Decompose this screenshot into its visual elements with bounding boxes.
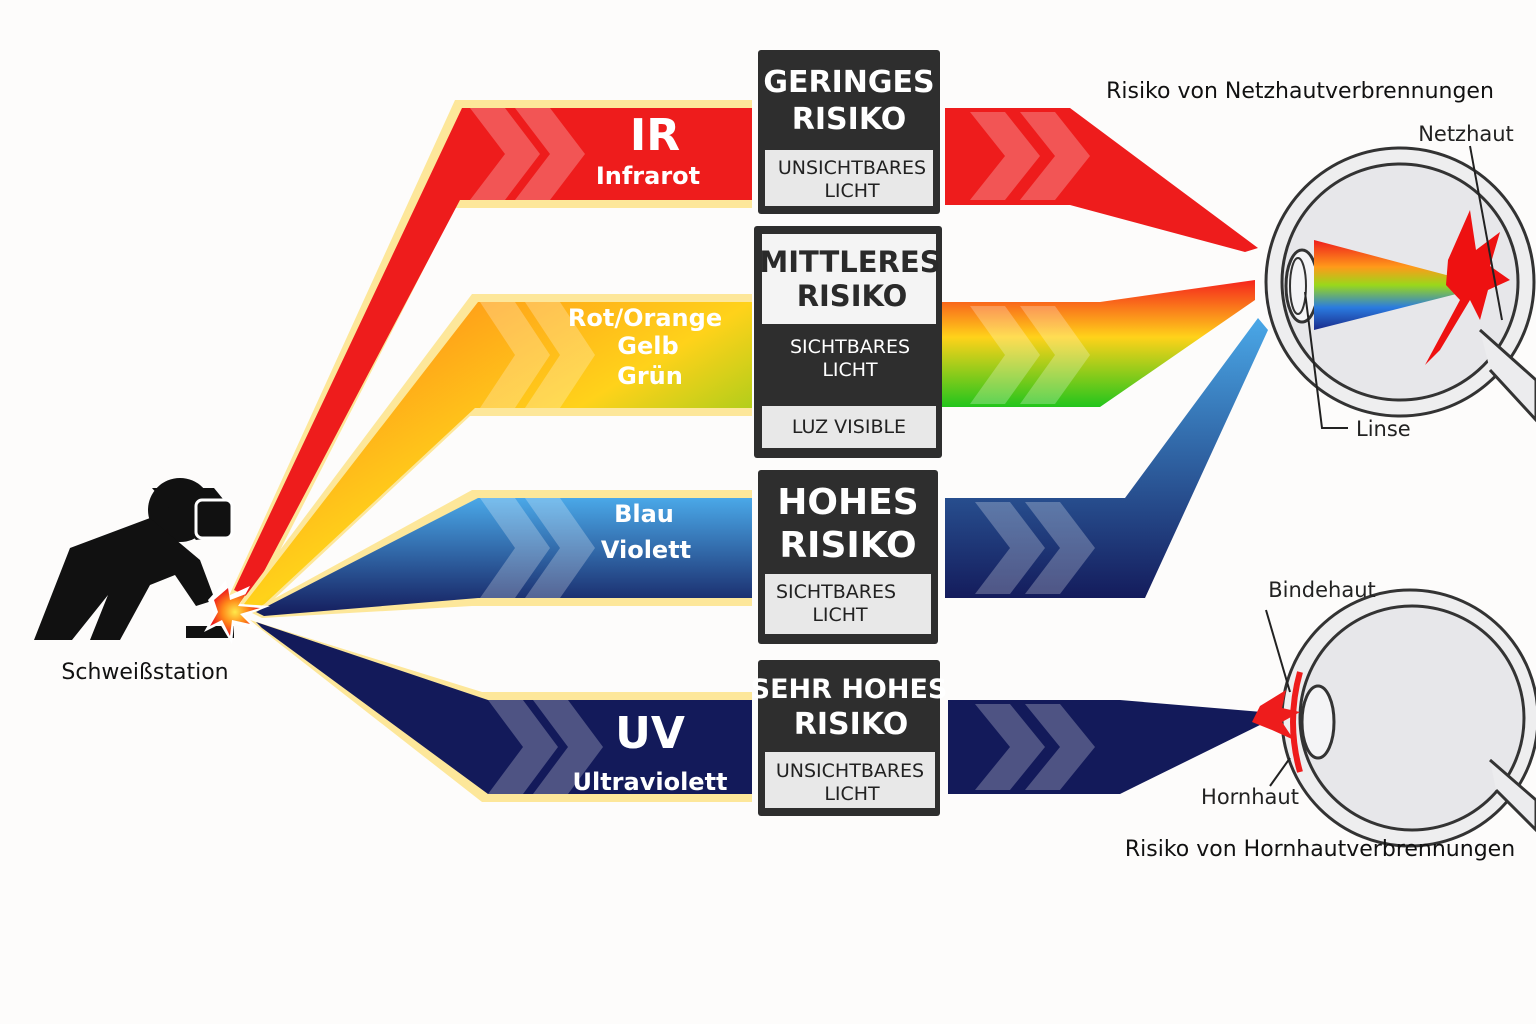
fan-uv: [250, 620, 752, 802]
risk-uv-line2: RISIKO: [794, 707, 908, 742]
visible-extra-label: LUZ VISIBLE: [792, 416, 906, 438]
fan-blue: [250, 490, 752, 618]
chevrons-right: [970, 112, 1095, 790]
risk-blue-line2: RISIKO: [779, 525, 916, 566]
welder-icon: [34, 478, 234, 640]
eye-top-leaders: [1304, 145, 1503, 429]
risk-uv-line1: SEHR HOHES: [751, 674, 948, 705]
risk-ir-line2: RISIKO: [792, 102, 906, 137]
risk-visible-line1: MITTLERES: [759, 245, 940, 279]
eye-bottom-label-cornea: Hornhaut: [1201, 785, 1299, 809]
chevrons-left: [470, 108, 603, 794]
light-uv-line1: UNSICHTBARES: [776, 760, 924, 782]
eye-top-icon: [1264, 146, 1536, 423]
eye-top-label-lens: Linse: [1356, 417, 1411, 441]
welding-flash-icon: [204, 580, 270, 644]
uv-subtitle: Ultraviolett: [572, 768, 727, 796]
blue-color-1: Blau: [614, 500, 674, 528]
risk-box-uv: SEHR HOHES RISIKO UNSICHTBARES LICHT: [751, 660, 948, 816]
risk-ir-line1: GERINGES: [763, 65, 934, 100]
eye-bottom-label-conjunctiva: Bindehaut: [1268, 578, 1376, 602]
uv-title: UV: [615, 708, 685, 759]
eye-top-label-retina: Netzhaut: [1418, 122, 1514, 146]
fan-ir: [228, 100, 752, 605]
visible-color-3: Grün: [617, 362, 683, 390]
eye-bottom-title: Risiko von Hornhautverbrennungen: [1125, 837, 1515, 862]
risk-blue-line1: HOHES: [777, 482, 918, 523]
right-blue: [945, 318, 1268, 598]
visible-color-2: Gelb: [617, 332, 678, 360]
right-visible: [940, 280, 1255, 407]
right-uv: [948, 700, 1262, 794]
risk-box-visible: MITTLERES RISIKO SICHTBARES LICHT LUZ VI…: [754, 226, 942, 458]
risk-box-blue: HOHES RISIKO SICHTBARES LICHT: [758, 470, 938, 644]
light-ir-line1: UNSICHTBARES: [778, 157, 926, 179]
light-blue-line1: SICHTBARES: [776, 581, 896, 603]
eye-bottom-icon: [1252, 588, 1536, 848]
right-ir: [945, 108, 1258, 252]
light-visible-line1: SICHTBARES: [790, 336, 910, 358]
blue-color-2: Violett: [601, 536, 691, 564]
ir-title: IR: [630, 110, 680, 161]
visible-color-1: Rot/Orange: [568, 304, 722, 332]
fan-visible: [238, 294, 752, 614]
station-label: Schweißstation: [61, 660, 228, 685]
risk-visible-line2: RISIKO: [797, 279, 908, 313]
light-visible-line2: LICHT: [822, 359, 878, 381]
ir-subtitle: Infrarot: [596, 162, 700, 190]
risk-box-ir: GERINGES RISIKO UNSICHTBARES LICHT: [758, 50, 940, 214]
light-blue-line2: LICHT: [812, 604, 868, 626]
light-uv-line2: LICHT: [824, 783, 880, 805]
eye-top-title: Risiko von Netzhautverbrennungen: [1106, 79, 1494, 104]
eye-bottom-leaders: [1265, 609, 1291, 787]
light-ir-line2: LICHT: [824, 180, 880, 202]
